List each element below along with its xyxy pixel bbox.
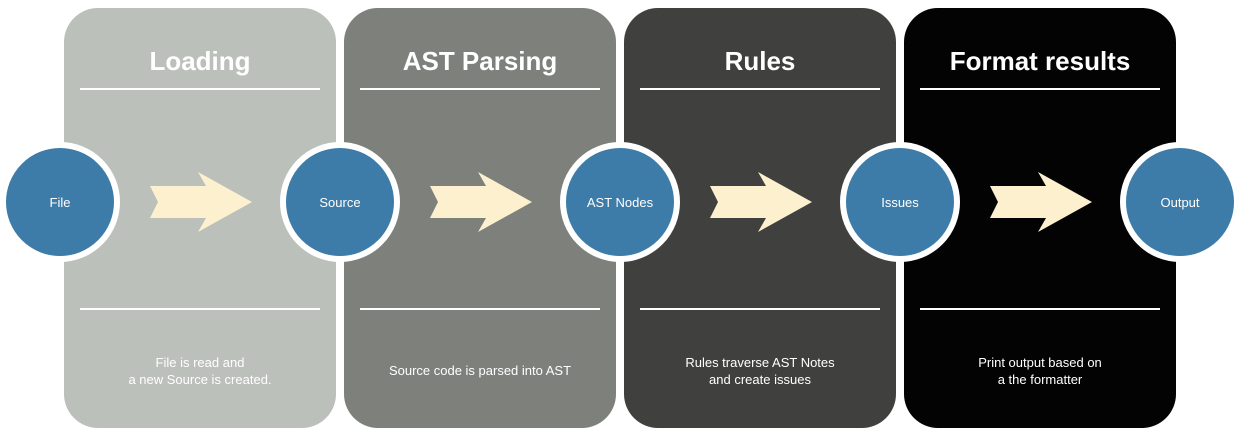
node-file: File <box>0 142 120 262</box>
node-ast-nodes: AST Nodes <box>560 142 680 262</box>
divider <box>920 88 1160 90</box>
divider <box>360 308 600 310</box>
divider <box>920 308 1160 310</box>
divider <box>640 88 880 90</box>
arrow-icon <box>150 172 252 232</box>
node-output: Output <box>1120 142 1240 262</box>
node-source: Source <box>280 142 400 262</box>
stage-title: Format results <box>949 46 1131 76</box>
divider <box>360 88 600 90</box>
node-issues: Issues <box>840 142 960 262</box>
stage-description: Rules traverse AST Notes and create issu… <box>685 355 835 387</box>
arrow-icon <box>990 172 1092 232</box>
stage-description: File is read and a new Source is created… <box>128 355 272 387</box>
arrow-icon <box>430 172 532 232</box>
divider <box>80 88 320 90</box>
stage-title: AST Parsing <box>402 46 558 76</box>
stage-title: Rules <box>724 46 796 76</box>
divider <box>640 308 880 310</box>
stage-description: Source code is parsed into AST <box>388 363 572 378</box>
arrow-icon <box>710 172 812 232</box>
stage-title: Loading <box>149 46 251 76</box>
stage-description: Print output based on a the formatter <box>978 355 1102 387</box>
divider <box>80 308 320 310</box>
